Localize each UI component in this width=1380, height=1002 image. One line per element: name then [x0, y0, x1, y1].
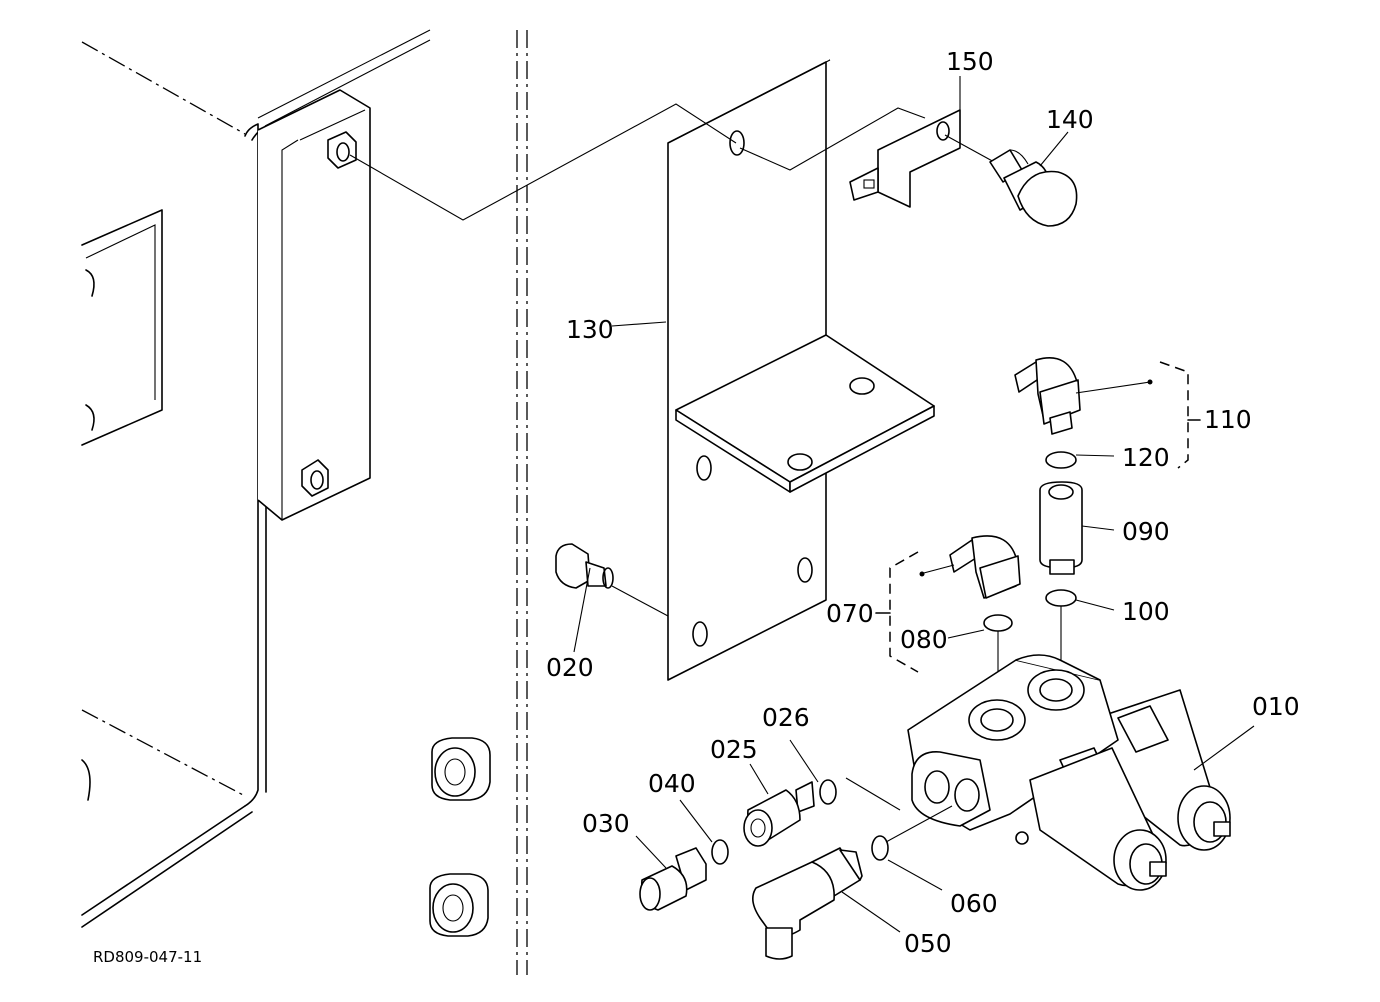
mounting-plate-130	[667, 59, 935, 681]
oring-080	[983, 614, 1013, 632]
callout-070: 070	[826, 599, 874, 628]
callout-020: 020	[546, 653, 594, 682]
callout-140: 140	[1046, 105, 1094, 134]
drawing-reference: RD809-047-11	[93, 948, 202, 966]
oring-120	[1045, 451, 1077, 469]
valve-010	[907, 654, 1231, 891]
callout-110: 110	[1204, 405, 1252, 434]
flange-bracket	[257, 89, 371, 521]
callout-025: 025	[710, 735, 758, 764]
plug-020	[555, 543, 669, 617]
elbow-070	[919, 535, 1021, 599]
bracket-070	[889, 551, 919, 673]
callout-130: 130	[566, 315, 614, 344]
axis-025	[845, 777, 901, 811]
fitting-030	[639, 847, 707, 911]
adapter-090	[1039, 481, 1083, 575]
callout-150: 150	[946, 47, 994, 76]
bracket-110	[1159, 361, 1189, 469]
leader-lines	[573, 76, 1255, 933]
oring-100	[1045, 589, 1077, 607]
callout-090: 090	[1122, 517, 1170, 546]
leader-130-hole	[349, 103, 737, 221]
frame-bushings	[429, 737, 491, 937]
elbow-110	[1014, 357, 1153, 435]
callout-040: 040	[648, 769, 696, 798]
callout-labels: 010 020 025 026 030 040 050 060 070 080 …	[546, 47, 1300, 958]
callout-050: 050	[904, 929, 952, 958]
elbow-050	[752, 847, 863, 960]
callout-080: 080	[900, 625, 948, 654]
knob-140	[944, 134, 1078, 227]
oring-060	[871, 835, 889, 861]
callout-120: 120	[1122, 443, 1170, 472]
oring-026	[819, 779, 837, 805]
callout-060: 060	[950, 889, 998, 918]
bracket-150	[739, 107, 961, 208]
oring-040	[711, 839, 729, 865]
callout-026: 026	[762, 703, 810, 732]
callout-100: 100	[1122, 597, 1170, 626]
adapter-025	[743, 781, 815, 847]
callout-030: 030	[582, 809, 630, 838]
callout-010: 010	[1252, 692, 1300, 721]
